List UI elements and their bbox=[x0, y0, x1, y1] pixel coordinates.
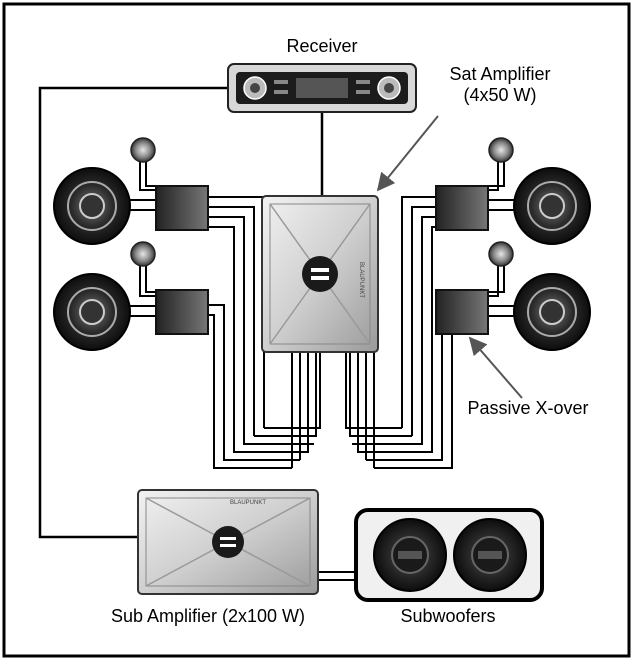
tweeter-rear-left bbox=[130, 241, 156, 267]
speaker-xover-links bbox=[130, 162, 514, 317]
receiver-to-sub-amp-wire bbox=[38, 86, 228, 539]
xover-rear-right bbox=[435, 289, 489, 335]
sat-amplifier-label-line1: Sat Amplifier bbox=[449, 64, 551, 84]
xover-front-right bbox=[435, 185, 489, 231]
sat-amplifier: BLAUPUNKT bbox=[261, 195, 379, 353]
tweeter-front-left bbox=[130, 137, 156, 163]
receiver-label: Receiver bbox=[286, 36, 358, 56]
xover-pointer-arrow bbox=[468, 336, 523, 399]
woofer-front-left bbox=[53, 167, 131, 245]
xover-front-left bbox=[155, 185, 209, 231]
tweeters bbox=[130, 137, 514, 267]
subwoofers-label: Subwoofers bbox=[400, 606, 496, 626]
sub-amplifier-label: Sub Amplifier (2x100 W) bbox=[110, 606, 306, 626]
subwoofer-enclosure bbox=[354, 508, 544, 602]
tweeter-front-right bbox=[488, 137, 514, 163]
receiver-head-unit bbox=[227, 63, 417, 113]
passive-xover-units bbox=[155, 185, 489, 335]
sat-amplifier-label-line2: (4x50 W) bbox=[463, 85, 537, 105]
woofer-rear-right bbox=[513, 273, 591, 351]
sub-amp-to-subwoofers-wire bbox=[318, 571, 356, 581]
woofer-front-right bbox=[513, 167, 591, 245]
sat-amp-pointer-arrow bbox=[376, 115, 439, 192]
woofer-rear-left bbox=[53, 273, 131, 351]
left-speaker-wiring bbox=[208, 196, 321, 469]
svg-text:BLAUPUNKT: BLAUPUNKT bbox=[358, 262, 364, 298]
sub-amplifier: BLAUPUNKT bbox=[137, 489, 319, 595]
svg-text:BLAUPUNKT: BLAUPUNKT bbox=[230, 500, 266, 506]
xover-rear-left bbox=[155, 289, 209, 335]
sat-amplifier-label: Sat Amplifier (4x50 W) bbox=[430, 64, 570, 106]
passive-xover-label: Passive X-over bbox=[467, 398, 589, 418]
tweeter-rear-right bbox=[488, 241, 514, 267]
